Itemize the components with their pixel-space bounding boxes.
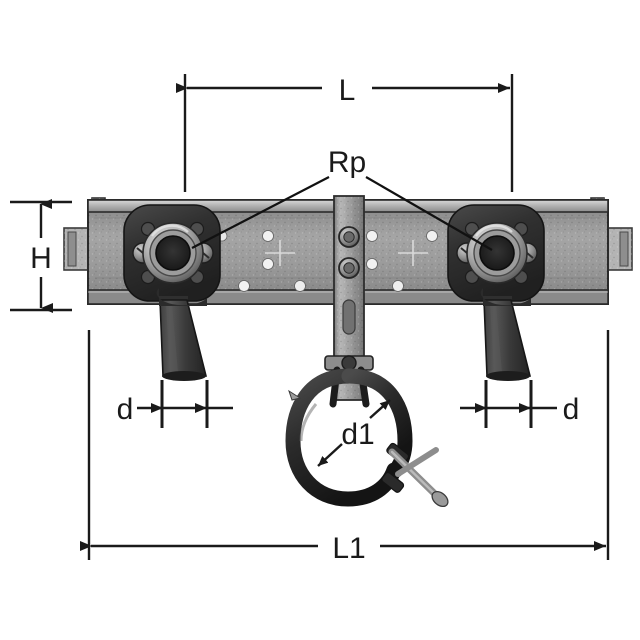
dimension-label-L: L [339,74,356,107]
callout-Rp-leader-right [365,176,493,251]
dimension-d-left: d [117,380,233,428]
dimension-label-d-right: d [563,393,580,426]
product-assembly [63,195,633,508]
strap-bolt-upper [338,226,360,248]
dimension-label-L1: L1 [332,532,365,565]
callout-Rp: Rp [191,146,493,251]
clamp-tightening-bolt [388,447,449,508]
rail-perforations [216,230,438,292]
pipe-clamp [285,366,449,508]
dimension-H: H [10,199,72,313]
dimension-L1: L1 [80,330,610,565]
dimension-label-d1: d1 [341,418,374,451]
dimension-d1-arrow-upper [369,399,391,419]
dimension-label-H: H [30,242,52,275]
callout-label-Rp: Rp [328,146,366,179]
centre-hanger-strap [324,195,374,401]
right-pipe-stub [480,288,532,381]
rail-centre-marks [265,240,428,266]
left-pipe-stub [156,288,208,381]
right-outlet-fitting [447,204,545,302]
dimension-label-d-left: d [117,393,134,426]
dimension-d-right: d [460,380,579,428]
callout-Rp-leader-left [191,176,330,249]
dimension-d1-arrow-lower [317,443,343,467]
left-outlet-fitting [123,204,221,302]
dimension-L: L [176,74,514,192]
dimension-d1: d1 [317,399,391,467]
strap-bolt-lower [338,257,360,279]
